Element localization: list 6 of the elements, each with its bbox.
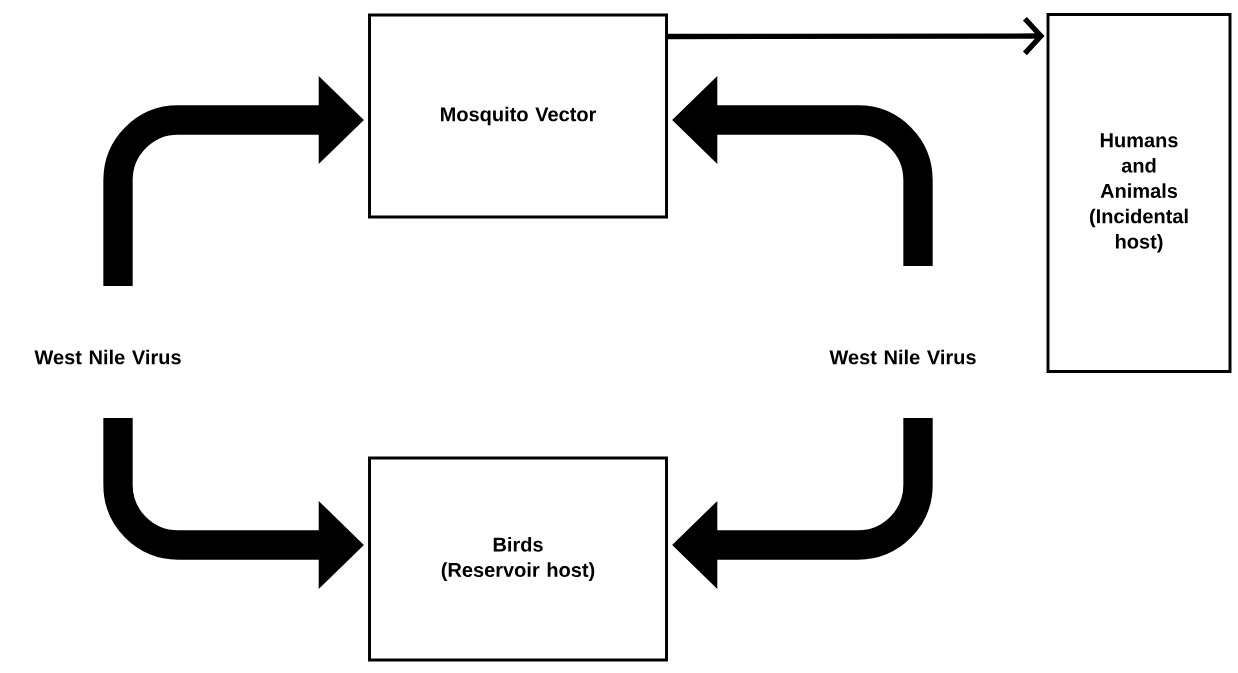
process-box: Birds (Reservoir host) <box>368 456 668 662</box>
process-box: Humans and Animals (Incidental host) <box>1046 13 1232 373</box>
arrow <box>667 16 1045 56</box>
process-box: Mosquito Vector <box>368 13 668 219</box>
virus-label: West Nile Virus <box>34 349 181 365</box>
virus-label: West Nile Virus <box>829 349 976 365</box>
